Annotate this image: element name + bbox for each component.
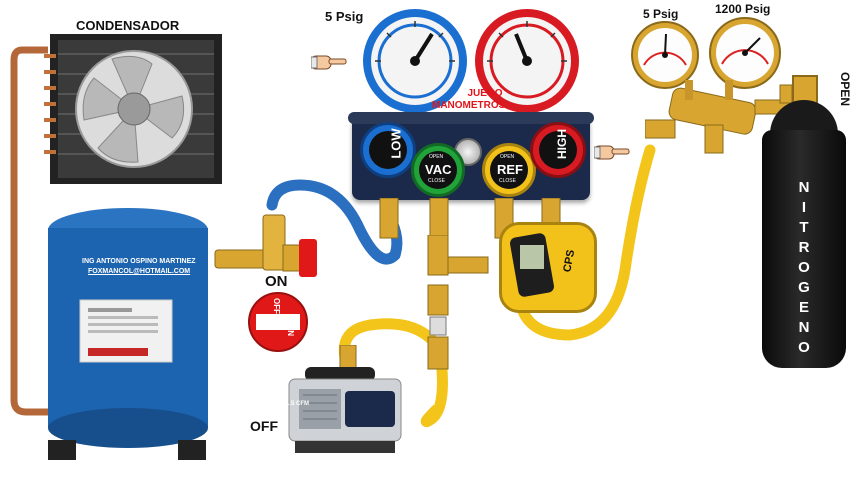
vac-close: CLOSE	[428, 178, 445, 184]
tank-letter: G	[798, 279, 810, 296]
ref-valve-knob[interactable]: REF OPEN CLOSE	[482, 143, 536, 197]
on-label: ON	[265, 273, 288, 290]
tank-letter: E	[798, 299, 809, 316]
manifold-pressure-label: 5 Psig	[325, 9, 364, 24]
ref-close: CLOSE	[499, 178, 516, 184]
nitrogen-tank	[762, 130, 846, 368]
vac-valve-knob[interactable]: VAC OPEN CLOSE	[411, 143, 465, 197]
pointing-hand-icon	[593, 142, 630, 162]
condenser-unit	[44, 34, 222, 184]
tank-letter: R	[798, 239, 810, 256]
tank-letter: T	[799, 219, 809, 236]
high-label: HIGH	[555, 129, 569, 159]
tank-letter: O	[798, 259, 810, 276]
switch-off-text: OFF	[272, 298, 281, 314]
yellow-hose-nitrogen	[514, 144, 656, 341]
high-valve-knob[interactable]: HIGH	[530, 122, 586, 178]
copper-line	[10, 46, 48, 416]
tank-letter: N	[798, 319, 810, 336]
compressor-email: FOXMANCOL@HOTMAIL.COM	[88, 268, 191, 275]
vac-label: VAC	[425, 162, 452, 177]
ref-label: REF	[497, 162, 523, 177]
switch-on-text: ON	[286, 324, 295, 336]
blue-hose	[266, 179, 403, 265]
compressor	[48, 208, 208, 460]
condenser-label: CONDENSADOR	[76, 18, 180, 33]
regulator-low-label: 5 Psig	[643, 7, 679, 21]
juego-label-1: JUEGO	[467, 88, 503, 99]
tank-letter: O	[798, 339, 810, 356]
compressor-line1: ING ANTONIO OSPINO MARTINEZ	[82, 258, 196, 265]
low-label: LOW	[388, 128, 404, 159]
service-valve	[214, 214, 317, 277]
high-pressure-gauge	[475, 9, 579, 113]
off-label: OFF	[250, 418, 278, 434]
low-pressure-gauge	[363, 9, 467, 113]
low-valve-knob[interactable]: LOW	[360, 122, 416, 178]
regulator-high-gauge	[709, 17, 781, 89]
pointing-hand-icon	[310, 52, 347, 72]
tank-letter: I	[801, 199, 807, 216]
vac-open: OPEN	[429, 154, 444, 160]
open-label: OPEN	[838, 72, 852, 107]
tank-letter: N	[798, 179, 810, 196]
manifold-top-edge	[348, 112, 594, 124]
manifold-ports	[379, 198, 561, 239]
regulator-high-label: 1200 Psig	[715, 2, 771, 16]
gauge-brand: CPS	[561, 248, 578, 274]
tank-lettering: N I T R O G E N O	[762, 178, 846, 358]
ref-open: OPEN	[500, 154, 515, 160]
pump-brand: 1.5 CFM	[286, 401, 310, 407]
vacuum-pump[interactable]	[285, 345, 410, 465]
regulator-low-gauge	[631, 21, 699, 89]
valve-toggle-switch[interactable]: OFF ON	[248, 292, 308, 352]
tee-fittings	[427, 235, 489, 370]
juego-label-2: MANOMETROS	[432, 100, 506, 111]
digital-gauge[interactable]: CPS	[499, 222, 597, 313]
